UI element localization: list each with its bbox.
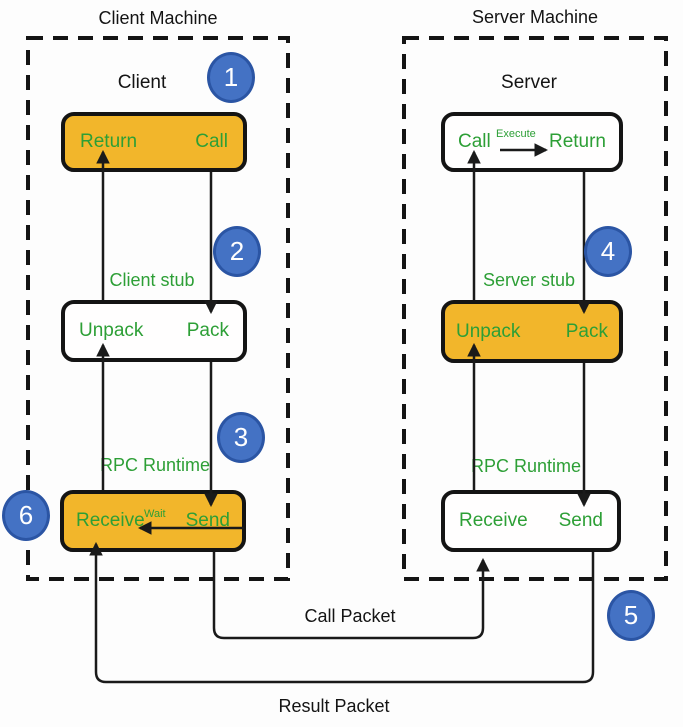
server-machine-border bbox=[402, 36, 668, 581]
step-number-1: 1 bbox=[223, 62, 239, 92]
client-send-label: Send bbox=[185, 510, 230, 531]
step-circle-3: 3 bbox=[217, 412, 265, 463]
result-packet-line bbox=[89, 541, 595, 684]
call-packet-line bbox=[212, 552, 490, 640]
server-stub-title: Server stub bbox=[482, 270, 576, 290]
client-unpack-label: Unpack bbox=[79, 320, 144, 341]
client-machine-border bbox=[26, 36, 290, 581]
client-return-label: Return bbox=[80, 131, 138, 152]
server-unpack-label: Unpack bbox=[456, 320, 521, 342]
server-machine-title: Server Machine bbox=[471, 7, 599, 27]
call-packet-label: Call Packet bbox=[304, 606, 396, 626]
client-call-label: Call bbox=[195, 131, 228, 152]
step-circle-1: 1 bbox=[207, 52, 255, 103]
server-runtime-box: Receive Send bbox=[441, 490, 621, 552]
client-machine-title: Client Machine bbox=[98, 8, 218, 28]
step-number-4: 4 bbox=[600, 236, 616, 266]
server-receive-label: Receive bbox=[459, 510, 528, 531]
step-number-6: 6 bbox=[18, 500, 34, 530]
step-circle-4: 4 bbox=[584, 226, 632, 277]
server-return-label: Return bbox=[548, 131, 606, 152]
step-number-3: 3 bbox=[233, 422, 249, 452]
server-send-label: Send bbox=[558, 510, 603, 531]
client-wait-label: Wait bbox=[144, 508, 166, 520]
step-number-2: 2 bbox=[229, 236, 245, 266]
result-packet-label: Result Packet bbox=[278, 696, 390, 716]
step-circle-5: 5 bbox=[607, 590, 655, 641]
step-circle-6: 6 bbox=[2, 490, 50, 541]
server-call-label: Call bbox=[458, 131, 491, 152]
client-stub-title: Client stub bbox=[109, 270, 195, 290]
server-call-return-box: Call Return bbox=[441, 112, 623, 172]
server-execute-label: Execute bbox=[496, 128, 536, 140]
server-pack-label: Pack bbox=[565, 320, 608, 342]
server-section-label: Server bbox=[501, 72, 557, 93]
server-runtime-title: RPC Runtime bbox=[470, 456, 582, 476]
step-number-5: 5 bbox=[623, 600, 639, 630]
client-call-return-box: Return Call bbox=[61, 112, 247, 172]
step-circle-2: 2 bbox=[213, 226, 261, 277]
client-receive-label: Receive bbox=[76, 510, 145, 531]
client-runtime-title: RPC Runtime bbox=[99, 455, 211, 475]
client-pack-label: Pack bbox=[186, 320, 229, 341]
client-section-label: Client bbox=[117, 72, 167, 93]
